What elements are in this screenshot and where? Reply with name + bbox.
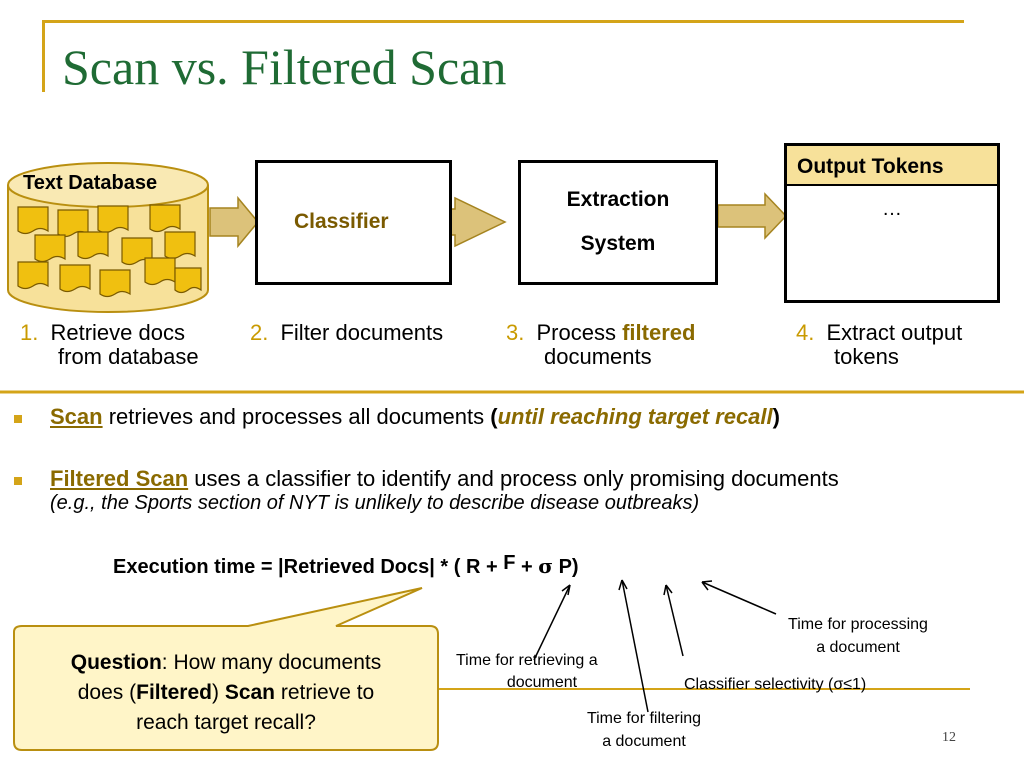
output-tokens-header [787, 146, 997, 186]
step-text-emphasis: filtered [622, 320, 696, 345]
step-text: Extract output [826, 320, 963, 345]
formula-f: F [503, 552, 516, 574]
classifier-label: Classifier [294, 210, 389, 233]
bullet-text: uses a classifier to identify and proces… [188, 466, 839, 491]
page-number: 12 [942, 730, 956, 745]
extraction-label-line2: System [580, 232, 656, 255]
paren-open: ( [490, 404, 498, 429]
bullet-italic: until reaching target recall [497, 404, 773, 429]
formula-lhs: Execution time = |Retrieved Docs| * ( R … [113, 556, 498, 578]
question-filtered: Filtered [136, 681, 212, 704]
bullet-scan: Scan retrieves and processes all documen… [50, 404, 780, 430]
step-text: Process [536, 320, 623, 345]
question-callout-shape [13, 587, 439, 751]
question-text: does ( [77, 681, 137, 704]
question-scan: Scan [224, 681, 276, 704]
formula-sigma: σ [538, 554, 553, 578]
extraction-system-box [518, 160, 718, 285]
term-scan: Scan [50, 404, 103, 429]
left-rule [42, 20, 45, 92]
annotation-processing-line1: Time for processing [788, 616, 928, 633]
step-number: 3. [506, 320, 525, 345]
arrow-extraction-to-output-icon [717, 192, 788, 240]
annotation-filtering-line1: Time for filtering [586, 710, 702, 727]
extraction-label-line1: Extraction [566, 188, 670, 211]
step-number: 2. [250, 320, 269, 345]
annotation-retrieving-line1: Time for retrieving a [456, 652, 598, 669]
bullet-filtered-scan: Filtered Scan uses a classifier to ident… [50, 466, 839, 492]
slide-title: Scan vs. Filtered Scan [62, 39, 507, 95]
arrow-db-to-classifier-icon [209, 195, 259, 249]
question-line1: Question: How many documents [14, 648, 438, 678]
output-tokens-ellipsis: … [882, 198, 902, 220]
question-text: retrieve to [275, 681, 375, 704]
step-2: 2. Filter documents [250, 321, 443, 345]
annotation-filtering-line2: a document [602, 733, 686, 750]
execution-time-formula: Execution time = |Retrieved Docs| * ( R … [113, 552, 579, 579]
bullet-example: (e.g., the Sports section of NYT is unli… [50, 492, 700, 514]
bullet-text: retrieves and processes all documents [102, 404, 491, 429]
classifier-box [255, 160, 452, 285]
step-1: 1. Retrieve docs [20, 321, 185, 345]
step-1-line2: from database [58, 344, 199, 369]
document-stack-icon [17, 204, 202, 298]
bullet-marker [14, 477, 22, 485]
step-text: Retrieve docs [50, 320, 185, 345]
question-text: ) [211, 681, 225, 704]
annotation-retrieving-line2: document [506, 674, 578, 691]
step-text: Filter documents [280, 320, 444, 345]
paren-close: ) [772, 404, 780, 429]
formula-plus: + [521, 556, 533, 578]
step-number: 1. [20, 320, 39, 345]
output-tokens-title: Output Tokens [797, 155, 944, 178]
question-callout-text: Question: How many documents does (Filte… [14, 648, 438, 738]
db-label: Text Database [23, 172, 158, 194]
step-3: 3. Process filtered [506, 321, 695, 345]
formula-p: P) [558, 556, 579, 578]
step-4: 4. Extract output [796, 321, 962, 345]
top-rule [42, 20, 964, 23]
question-label: Question [70, 651, 162, 674]
question-line3: reach target recall? [136, 711, 316, 734]
step-3-line2: documents [544, 344, 652, 369]
annotation-selectivity: Classifier selectivity (σ≤1) [684, 676, 867, 693]
question-text: : How many documents [161, 651, 382, 674]
annotation-pointers [533, 579, 777, 713]
step-number: 4. [796, 320, 815, 345]
bullet-marker [14, 415, 22, 423]
question-line2: does (Filtered) Scan retrieve to [14, 678, 438, 708]
annotation-processing-line2: a document [816, 639, 900, 656]
term-filtered-scan: Filtered Scan [50, 466, 189, 491]
step-4-line2: tokens [834, 344, 899, 369]
